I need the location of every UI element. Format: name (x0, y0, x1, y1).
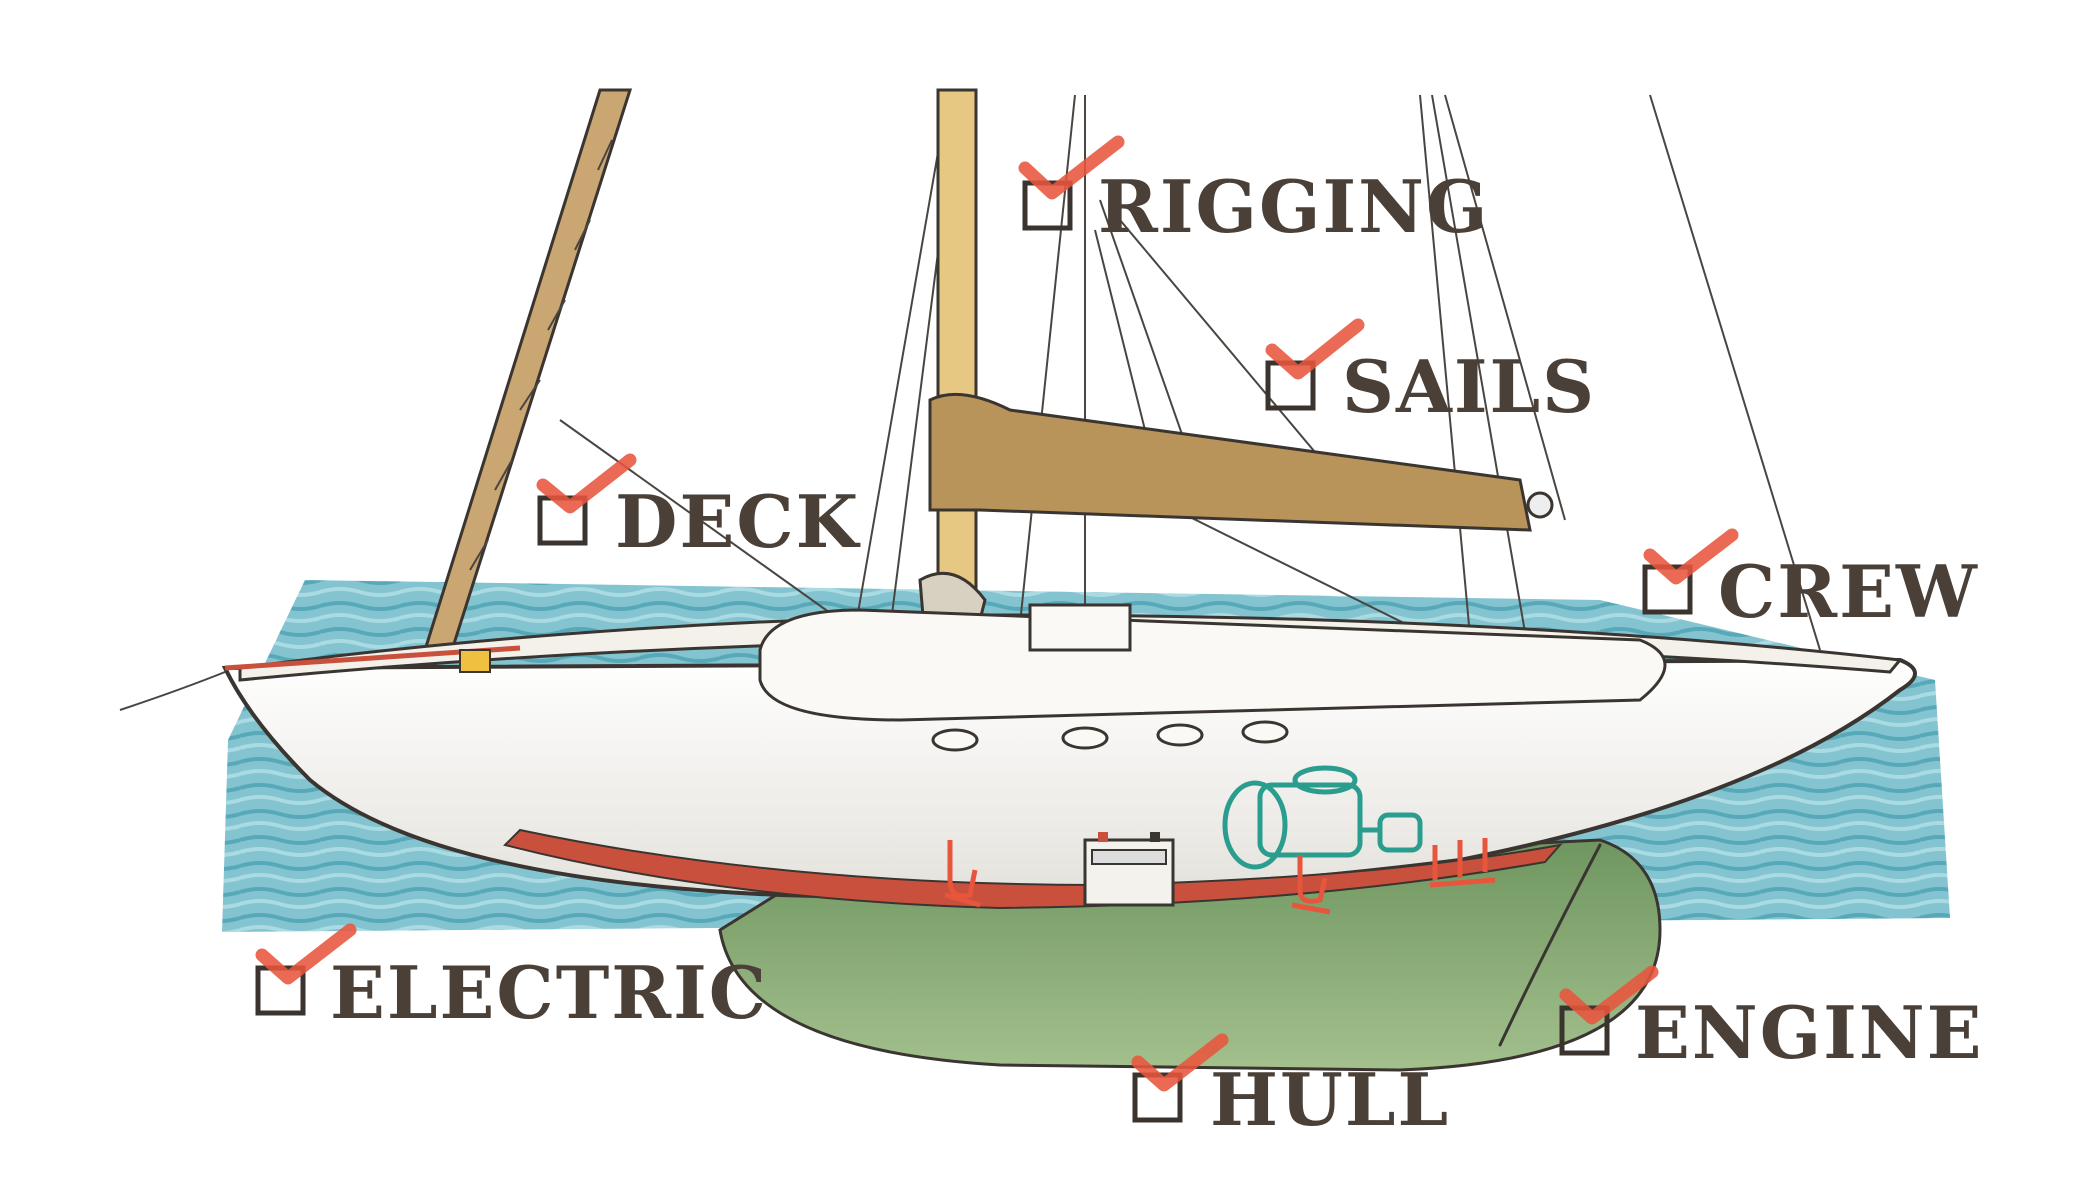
checkmark-icon (1131, 1033, 1229, 1092)
checklist-item-crew: CREW (1642, 528, 1979, 634)
checklist-item-hull: HULL (1131, 1033, 1450, 1142)
label-crew: CREW (1718, 549, 1979, 634)
label-electric: ELECTRIC (330, 950, 768, 1035)
label-sails: SAILS (1342, 344, 1596, 429)
checkmark-icon (1265, 318, 1365, 380)
boot-stripe (503, 828, 1563, 910)
main-mast (936, 88, 978, 652)
checkmark-icon (536, 453, 637, 514)
cabin (758, 608, 1667, 722)
checklist-item-sails: SAILS (1265, 318, 1596, 429)
through-hull-valve-icon (944, 838, 1496, 915)
checkmark-icon (1643, 528, 1739, 585)
label-rigging: RIGGING (1098, 164, 1489, 249)
checkmark-icon (255, 923, 357, 985)
rudder-line (1498, 843, 1602, 1047)
deck (238, 613, 1903, 682)
engine-icon (1222, 765, 1423, 870)
label-engine: ENGINE (1635, 990, 1984, 1075)
furled-headsail (422, 88, 633, 652)
checklist-item-deck: DECK (536, 453, 861, 564)
label-hull: HULL (1210, 1057, 1450, 1142)
label-deck: DECK (615, 479, 861, 564)
checklist-item-engine: ENGINE (1559, 965, 1984, 1075)
checklist-item-electric: ELECTRIC (255, 923, 768, 1035)
battery-icon (1083, 832, 1175, 907)
checklist-item-rigging: RIGGING (1018, 135, 1489, 249)
checkmark-icon (1559, 965, 1659, 1025)
boom-sail-cover (928, 392, 1532, 532)
checkmark-icon (1018, 135, 1125, 200)
portholes (931, 720, 1289, 752)
